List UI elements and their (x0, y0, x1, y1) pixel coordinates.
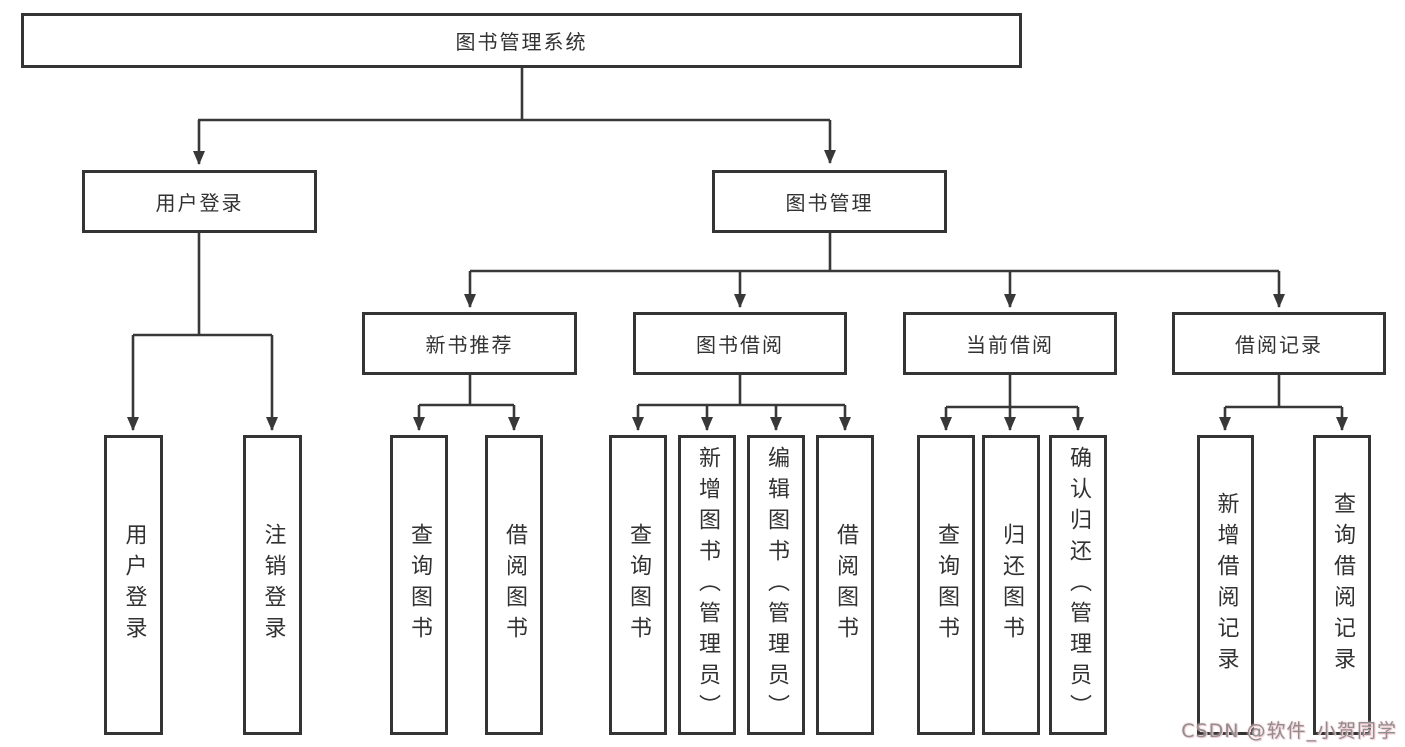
leaf-query-books-recommend: 查询图书 (390, 435, 448, 735)
leaf-query-borrow-record: 查询借阅记录 (1313, 435, 1371, 735)
node-user-login: 用户登录 (82, 170, 317, 233)
leaf-return-books: 归还图书 (982, 435, 1040, 735)
node-borrowing-records: 借阅记录 (1172, 312, 1386, 375)
leaf-confirm-return-admin: 确认归还（管理员） (1049, 435, 1107, 735)
leaf-query-books-borrowing: 查询图书 (609, 435, 667, 735)
leaf-add-borrow-record: 新增借阅记录 (1197, 435, 1254, 735)
node-book-management: 图书管理 (712, 170, 947, 233)
leaf-logout-login: 注销登录 (243, 435, 302, 735)
node-new-book-recommend: 新书推荐 (362, 312, 577, 375)
node-book-borrowing: 图书借阅 (633, 312, 847, 375)
node-current-borrowing: 当前借阅 (903, 312, 1117, 375)
leaf-borrow-books-recommend: 借阅图书 (485, 435, 543, 735)
leaf-user-login: 用户登录 (104, 435, 163, 735)
leaf-edit-books-admin: 编辑图书（管理员） (747, 435, 805, 735)
leaf-query-books-current: 查询图书 (917, 435, 975, 735)
leaf-add-books-admin: 新增图书（管理员） (678, 435, 736, 735)
csdn-watermark: CSDN @软件_小贺同学 (1181, 720, 1397, 742)
leaf-borrow-books-borrowing: 借阅图书 (816, 435, 874, 735)
node-library-management-system: 图书管理系统 (21, 13, 1022, 68)
